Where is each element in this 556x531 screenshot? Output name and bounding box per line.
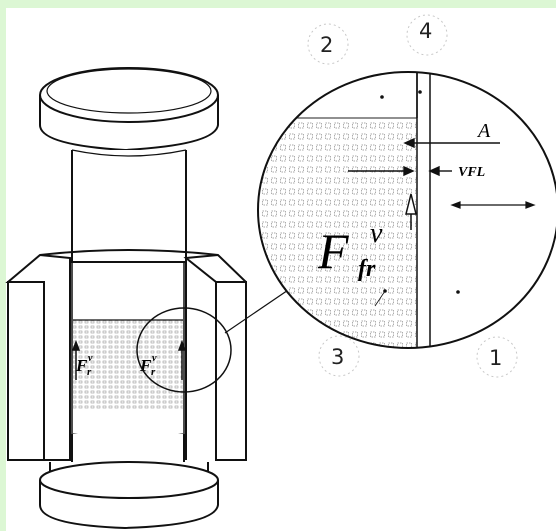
region-label-4: 4 xyxy=(406,14,448,56)
focus-ellipse xyxy=(136,307,232,393)
vfl-label: VFL xyxy=(458,165,485,180)
force-left-label: F r v xyxy=(75,353,93,378)
plunger-rod xyxy=(71,149,187,263)
double-arrow xyxy=(450,201,536,209)
force-left-superscript: v xyxy=(88,353,93,364)
region-1-text: 1 xyxy=(489,346,502,370)
force-right-superscript: v xyxy=(152,353,157,364)
force-left-subscript: r xyxy=(87,366,92,378)
bottom-punch xyxy=(39,434,219,530)
vfl-marker: VFL xyxy=(348,165,485,180)
force-main-symbol: F xyxy=(317,223,349,279)
region-label-1: 1 xyxy=(476,336,518,378)
force-main-subscript: fr xyxy=(358,256,376,282)
force-right-label: F r v xyxy=(139,353,157,378)
friction-arrow xyxy=(405,193,417,230)
region-4-text: 4 xyxy=(419,19,432,43)
force-left-symbol: F xyxy=(75,356,88,375)
zoom-dots xyxy=(374,90,460,307)
bore-walls xyxy=(71,262,185,460)
powder-fill xyxy=(72,319,184,439)
top-cap xyxy=(39,67,219,152)
region-label-3: 3 xyxy=(318,335,360,377)
region-3-text: 3 xyxy=(331,345,344,369)
left-band xyxy=(0,0,6,531)
point-a-label: A xyxy=(476,120,491,142)
point-a-arrow: A xyxy=(403,120,500,149)
region-label-2: 2 xyxy=(307,23,349,65)
top-band xyxy=(0,0,556,8)
force-main-superscript: v xyxy=(370,218,383,249)
region-2-text: 2 xyxy=(320,33,333,57)
force-right-subscript: r xyxy=(151,366,156,378)
cylinder-body xyxy=(5,249,247,461)
force-main-label: F v fr xyxy=(317,218,383,282)
force-arrows-small xyxy=(71,339,187,380)
